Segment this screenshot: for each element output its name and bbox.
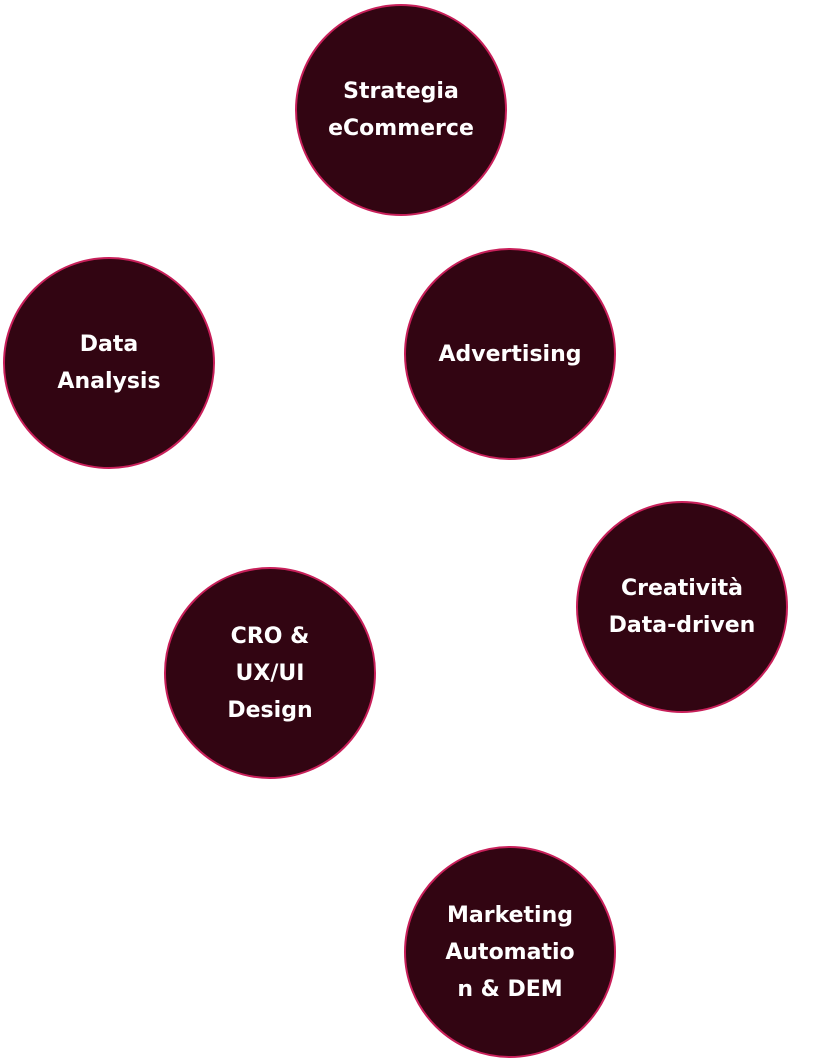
bubble-label: Data Analysis bbox=[57, 332, 161, 394]
bubble-cro-ux-ui-design[interactable]: CRO & UX/UI Design bbox=[164, 567, 376, 779]
bubble-label: Strategia eCommerce bbox=[328, 79, 474, 141]
bubble-advertising[interactable]: Advertising bbox=[404, 248, 616, 460]
bubble-label: Marketing Automatio n & DEM bbox=[445, 902, 575, 1002]
bubble-label: Creatività Data-driven bbox=[608, 576, 756, 638]
bubble-label: Advertising bbox=[438, 341, 582, 367]
bubble-strategia-ecommerce[interactable]: Strategia eCommerce bbox=[295, 4, 507, 216]
bubble-label: CRO & UX/UI Design bbox=[227, 623, 313, 723]
bubble-data-analysis[interactable]: Data Analysis bbox=[3, 257, 215, 469]
bubble-marketing-automation-dem[interactable]: Marketing Automatio n & DEM bbox=[404, 846, 616, 1058]
bubble-creativita-data-driven[interactable]: Creatività Data-driven bbox=[576, 501, 788, 713]
